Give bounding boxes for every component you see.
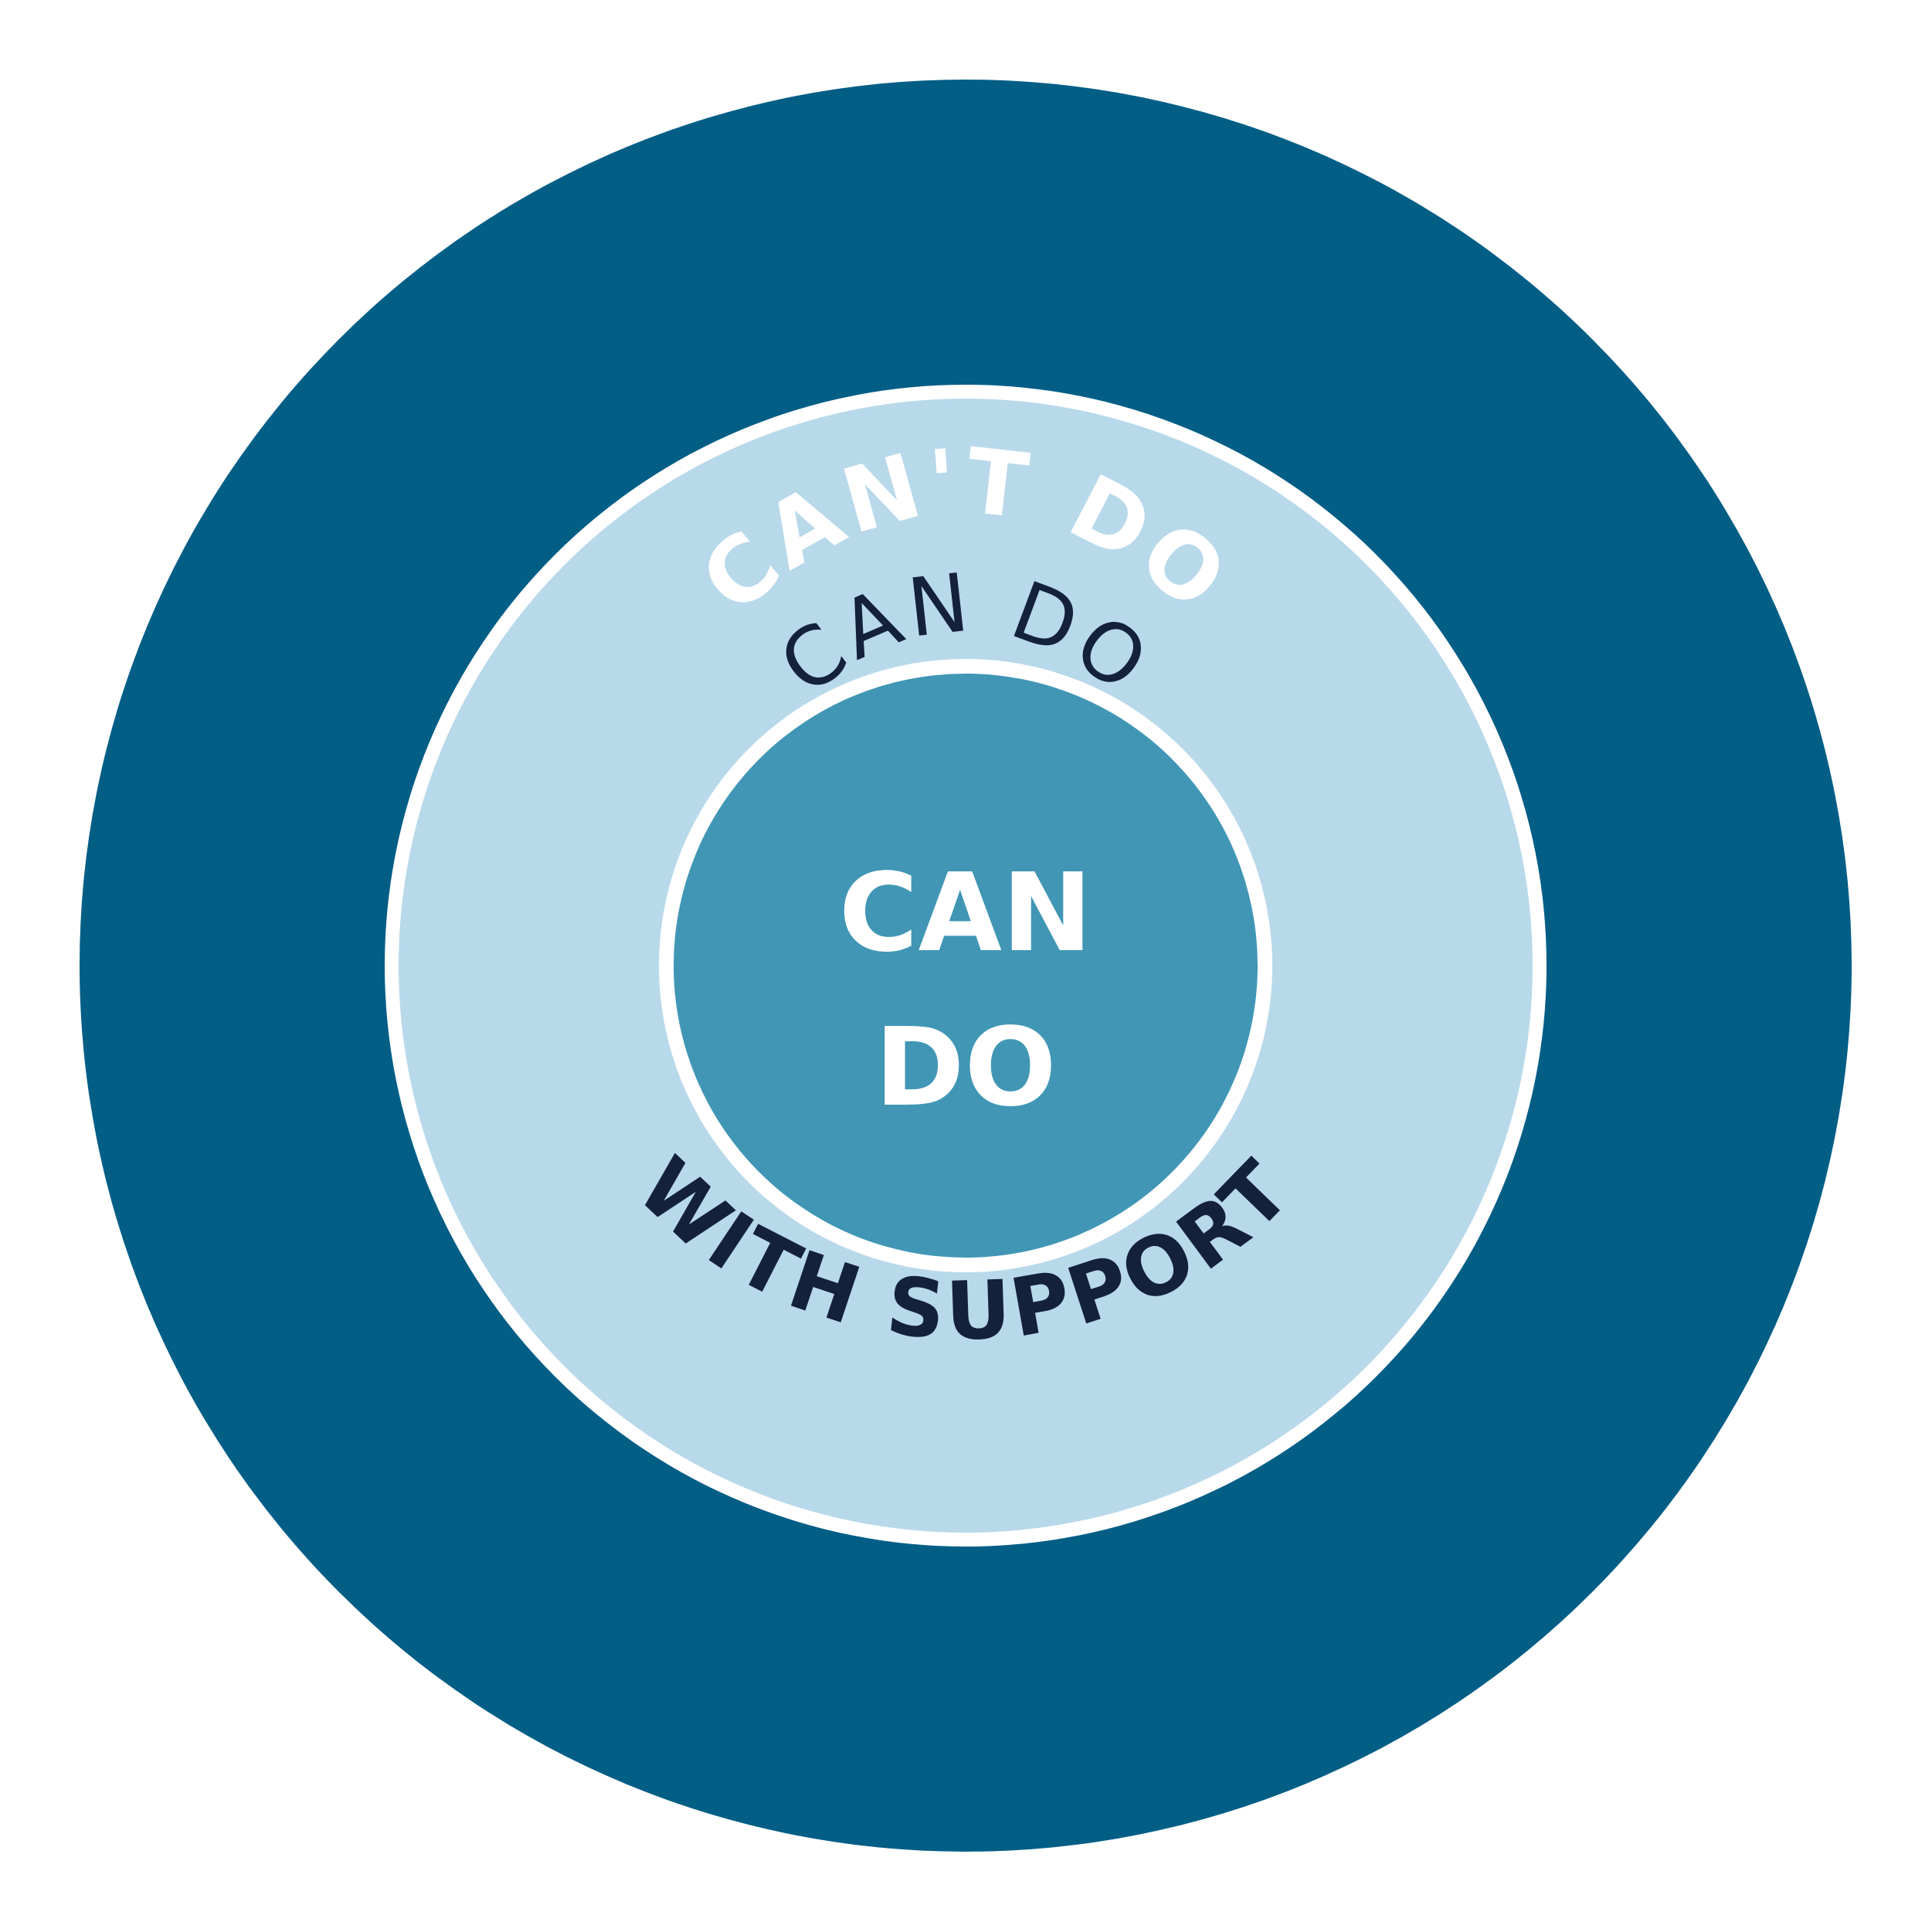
inner-circle [674, 674, 1258, 1258]
center-label-line2: DO [874, 1005, 1056, 1131]
center-label-line1: CAN [839, 851, 1092, 976]
